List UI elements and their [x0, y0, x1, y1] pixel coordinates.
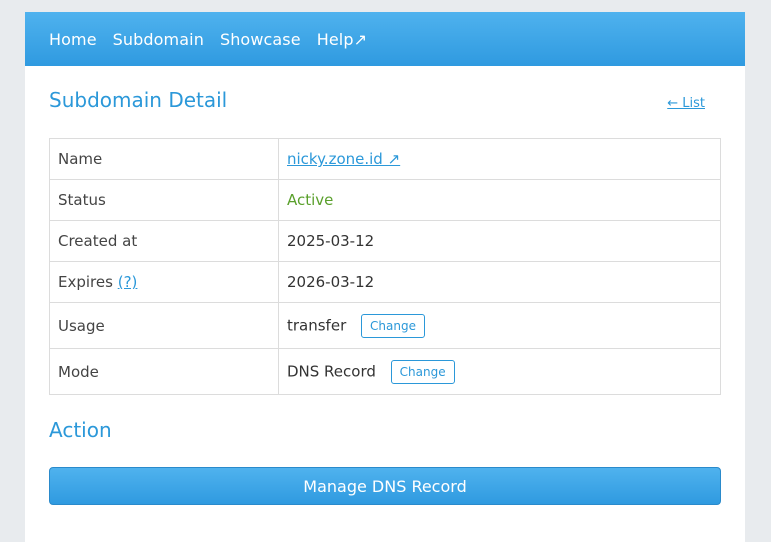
content-card: Home Subdomain Showcase Help↗ Subdomain …: [25, 12, 745, 542]
table-row: Mode DNS Record Change: [49, 348, 721, 395]
page-title: Subdomain Detail: [49, 88, 228, 112]
mode-label: Mode: [49, 348, 279, 395]
action-title: Action: [49, 418, 112, 442]
table-row: Expires (?) 2026-03-12: [49, 261, 721, 303]
table-row: Name nicky.zone.id ↗: [49, 138, 721, 180]
expires-label: Expires: [58, 273, 113, 291]
title-row: Subdomain Detail ← List: [49, 88, 713, 112]
name-value-cell: nicky.zone.id ↗: [278, 138, 721, 180]
mode-value: DNS Record: [287, 362, 376, 380]
name-label: Name: [49, 138, 279, 180]
nav-showcase[interactable]: Showcase: [219, 29, 301, 49]
mode-value-cell: DNS Record Change: [278, 348, 721, 395]
table-row: Status Active: [49, 179, 721, 221]
nav-subdomain[interactable]: Subdomain: [112, 29, 204, 49]
status-label: Status: [49, 179, 279, 221]
created-label: Created at: [49, 220, 279, 262]
top-navbar: Home Subdomain Showcase Help↗: [25, 12, 745, 66]
subdomain-link[interactable]: nicky.zone.id ↗: [287, 150, 401, 168]
table-row: Usage transfer Change: [49, 302, 721, 349]
expires-label-cell: Expires (?): [49, 261, 279, 303]
detail-table: Name nicky.zone.id ↗ Status Active Creat…: [49, 138, 721, 395]
nav-home[interactable]: Home: [49, 29, 97, 49]
back-to-list-link[interactable]: ← List: [667, 96, 705, 111]
usage-value: transfer: [287, 316, 347, 334]
usage-label: Usage: [49, 302, 279, 349]
table-row: Created at 2025-03-12: [49, 220, 721, 262]
expires-help-link[interactable]: (?): [117, 273, 138, 291]
usage-value-cell: transfer Change: [278, 302, 721, 349]
change-usage-button[interactable]: Change: [361, 313, 425, 338]
nav-help[interactable]: Help↗: [316, 29, 368, 49]
manage-dns-record-button[interactable]: Manage DNS Record: [49, 467, 721, 505]
created-value: 2025-03-12: [278, 220, 721, 262]
expires-value: 2026-03-12: [278, 261, 721, 303]
change-mode-button[interactable]: Change: [390, 359, 455, 384]
status-value: Active: [278, 179, 721, 221]
